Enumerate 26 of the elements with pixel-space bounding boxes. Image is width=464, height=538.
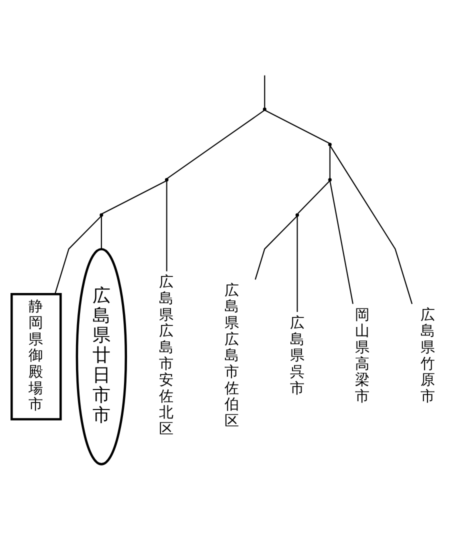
- connector: [330, 145, 413, 304]
- connector: [329, 146, 330, 178]
- node-point: [328, 177, 332, 181]
- node-ellipse: 広島県廿日市市: [76, 248, 128, 465]
- node-text: 広島県広島市安佐北区: [159, 274, 174, 438]
- connector: [329, 180, 354, 304]
- node-point: [296, 212, 300, 216]
- connector: [54, 215, 102, 294]
- node-point: [262, 106, 266, 110]
- node-point: [164, 177, 168, 181]
- node-point: [328, 142, 332, 146]
- node-text: 広島県竹原市: [420, 306, 436, 404]
- connector: [254, 215, 298, 280]
- connector: [296, 216, 298, 312]
- node-text: 広島県広島市佐伯区: [224, 282, 240, 429]
- node-text: 岡山県高梁市: [355, 306, 370, 404]
- node-text: 広島県呉市: [290, 314, 305, 396]
- node-point: [100, 212, 104, 216]
- connector: [264, 74, 266, 108]
- connector: [100, 216, 102, 248]
- connector: [166, 180, 168, 271]
- connector: [298, 180, 330, 214]
- connector: [265, 110, 330, 144]
- connector: [166, 110, 264, 178]
- node-box: 静岡県御殿場市: [10, 292, 62, 420]
- connector: [102, 180, 166, 214]
